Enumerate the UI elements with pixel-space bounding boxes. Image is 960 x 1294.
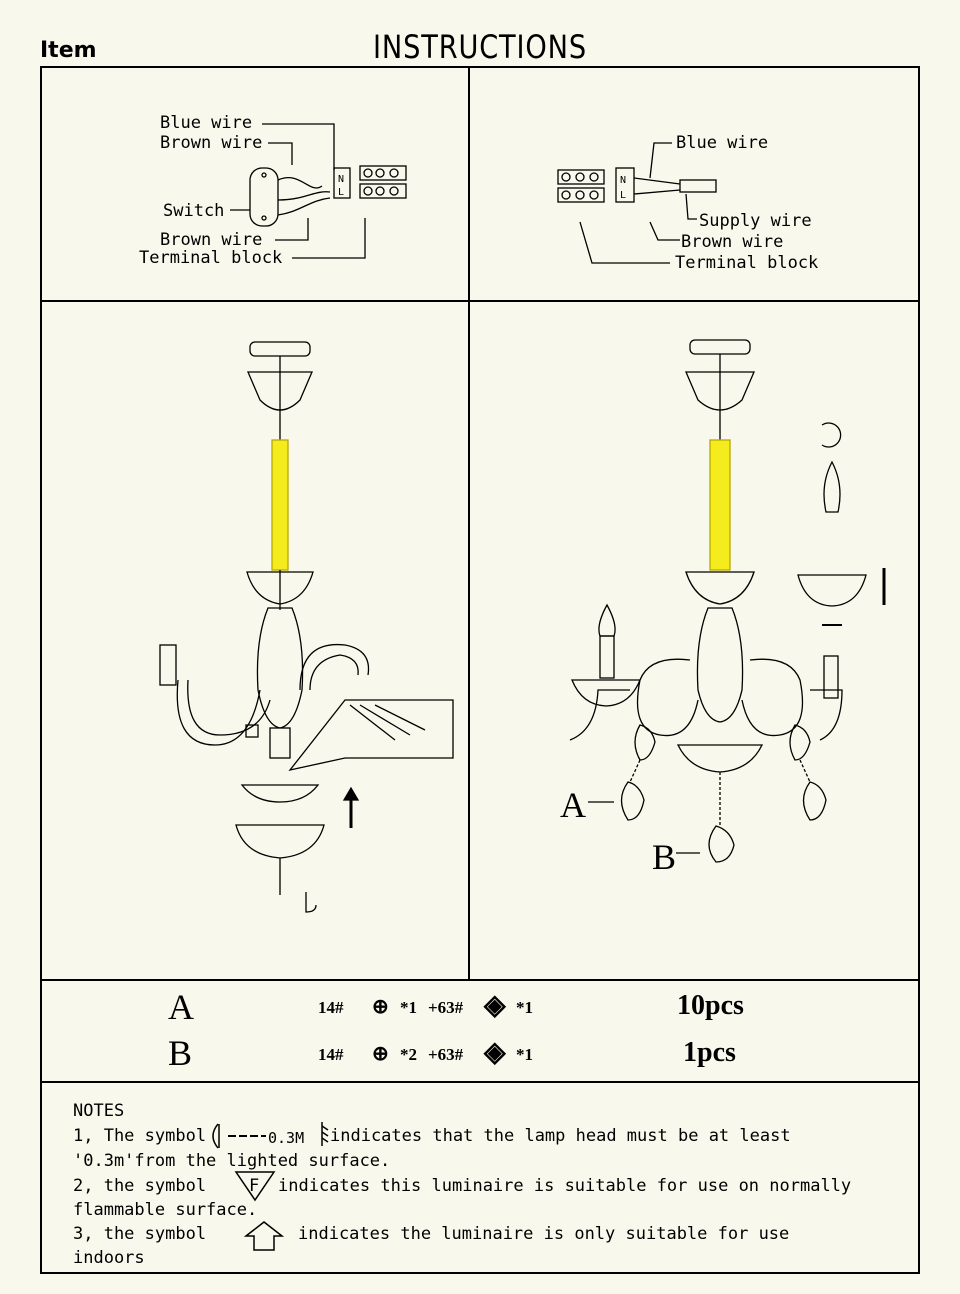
parts-row-b-plus: +63# bbox=[428, 1045, 464, 1064]
crystal-icon: ◈ bbox=[484, 990, 506, 1021]
assembly-label-b: B bbox=[652, 837, 677, 877]
label-switch: Switch bbox=[163, 201, 225, 221]
label-brown-wire-bottom: Brown wire bbox=[160, 230, 263, 250]
svg-text:L: L bbox=[338, 187, 344, 198]
parts-row-b-label: B bbox=[168, 1033, 193, 1073]
parts-row-a-code: 14# bbox=[318, 998, 344, 1017]
instruction-frame bbox=[40, 66, 920, 1274]
label-brown-wire-right: Brown wire bbox=[681, 232, 784, 252]
svg-text:N: N bbox=[620, 175, 626, 186]
note-3-prefix: 3, the symbol bbox=[73, 1224, 207, 1244]
note-2-cont: flammable surface. bbox=[73, 1200, 258, 1220]
parts-row-a-label: A bbox=[168, 987, 194, 1027]
crystal-icon: ◈ bbox=[484, 1037, 506, 1068]
label-blue-wire-right: Blue wire bbox=[676, 133, 769, 153]
label-terminal-block-right: Terminal block bbox=[675, 253, 819, 273]
note-1-body: indicates that the lamp head must be at … bbox=[330, 1126, 791, 1146]
svg-text:L: L bbox=[620, 190, 626, 201]
parts-row-a-qty1: *1 bbox=[400, 998, 417, 1017]
parts-row-b-count: 1pcs bbox=[683, 1037, 736, 1068]
crystal-pendants bbox=[620, 724, 827, 863]
note-2-body: indicates this luminaire is suitable for… bbox=[278, 1176, 852, 1196]
note-1-cont: '0.3m'from the lighted surface. bbox=[73, 1151, 391, 1171]
svg-text:N: N bbox=[338, 174, 344, 185]
bead-icon: ⊕ bbox=[372, 1043, 389, 1065]
parts-row-b-qty2: *1 bbox=[516, 1045, 533, 1064]
symbol-distance: 0.3M bbox=[268, 1129, 305, 1147]
note-3-cont: indoors bbox=[73, 1248, 145, 1268]
symbol-f: F bbox=[249, 1176, 260, 1196]
notes-heading: NOTES bbox=[73, 1101, 125, 1121]
parts-row-a-plus: +63# bbox=[428, 998, 464, 1017]
label-terminal-block: Terminal block bbox=[139, 248, 283, 268]
item-label: Item bbox=[40, 38, 97, 63]
label-supply-wire: Supply wire bbox=[699, 211, 812, 231]
note-1-prefix: 1, The symbol bbox=[73, 1126, 207, 1146]
label-brown-wire-top: Brown wire bbox=[160, 133, 263, 153]
note-3-body: indicates the luminaire is only suitable… bbox=[298, 1224, 790, 1244]
parts-row-a-qty2: *1 bbox=[516, 998, 533, 1017]
bead-icon: ⊕ bbox=[372, 996, 389, 1018]
parts-row-a-count: 10pcs bbox=[677, 990, 744, 1021]
note-2-prefix: 2, the symbol bbox=[73, 1176, 207, 1196]
parts-row-b-code: 14# bbox=[318, 1045, 344, 1064]
parts-row-b-qty1: *2 bbox=[400, 1045, 417, 1064]
assembly-label-a: A bbox=[560, 785, 586, 825]
label-blue-wire: Blue wire bbox=[160, 113, 253, 133]
page-title: INSTRUCTIONS bbox=[373, 28, 587, 66]
